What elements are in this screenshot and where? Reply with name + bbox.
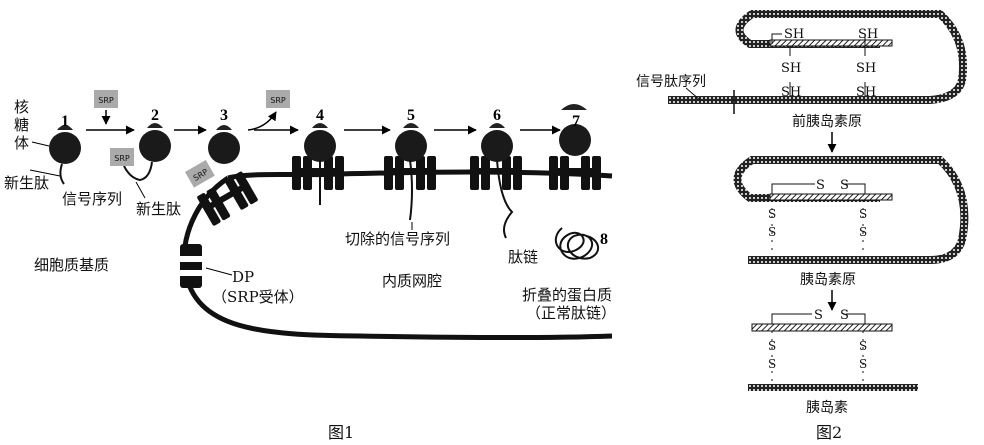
- sh-2: SH: [858, 27, 878, 42]
- ribosome-5: [395, 123, 427, 162]
- sh-1: SH: [784, 27, 804, 42]
- pointer-signal-peptide: [685, 87, 701, 101]
- step-number-6: 6: [493, 107, 501, 124]
- preproinsulin-a-chain: [769, 39, 893, 47]
- dp-receptor: [176, 244, 206, 288]
- step-number-7: 7: [572, 113, 580, 130]
- s-bond-6a: S: [859, 339, 867, 353]
- ribosome-6: [481, 123, 513, 162]
- label-srp-receptor: （SRP受体）: [212, 288, 304, 306]
- translocon-channel-7: [549, 156, 601, 190]
- sh-5: SH: [781, 85, 801, 100]
- proinsulin-disulfide-bonds: [771, 183, 866, 252]
- step-number-1: 1: [61, 113, 69, 130]
- svg-text:SRP: SRP: [270, 96, 286, 105]
- preproinsulin-chain: [668, 10, 967, 104]
- peptide-5: [409, 159, 413, 221]
- er-membrane-lower: [181, 175, 613, 340]
- insulin-a-chain: [751, 323, 893, 332]
- label-peptide-chain: 肽链: [508, 248, 538, 266]
- label-cytoplasm-matrix: 细胞质基质: [34, 256, 109, 274]
- label-preproinsulin: 前胰岛素原: [792, 113, 862, 130]
- sh-6: SH: [856, 85, 876, 100]
- label-folded-protein: 折叠的蛋白质: [522, 286, 612, 304]
- srp-particle-top-1: SRP: [94, 90, 118, 108]
- figure-2: SH SH SH SH SH SH 信号肽序列 前胰岛素原 S S S S S …: [636, 10, 969, 442]
- insulin-b-chain: [748, 384, 918, 391]
- nascent-peptide-1: [59, 163, 65, 185]
- label-insulin: 胰岛素: [806, 400, 848, 416]
- step-number-4: 4: [316, 107, 324, 124]
- step-number-8: 8: [600, 231, 608, 248]
- label-er-lumen: 内质网腔: [382, 272, 442, 290]
- pointer-nascent-left: [29, 169, 61, 177]
- pointer-nascent: [135, 181, 146, 199]
- nascent-peptide-2: [123, 161, 153, 182]
- label-ribosome-1: 核: [14, 98, 29, 116]
- s-bond-3b: S: [859, 225, 867, 239]
- label-cleaved-signal: 切除的信号序列: [345, 230, 450, 248]
- caption-figure-2: 图2: [816, 423, 842, 442]
- s-bond-5a: S: [768, 339, 776, 353]
- svg-text:SRP: SRP: [114, 154, 130, 163]
- ribosome-3: [208, 125, 240, 164]
- label-proinsulin: 胰岛素原: [800, 272, 856, 288]
- label-ribosome-3: 体: [14, 134, 29, 152]
- insulin-disulfide-bonds: [771, 313, 866, 384]
- ribosome-4: [304, 123, 336, 162]
- label-nascent-peptide-left: 新生肽: [4, 174, 49, 192]
- peptide-6: [496, 159, 514, 239]
- proinsulin-chain: [733, 156, 969, 264]
- s-bond-6b: S: [859, 357, 867, 371]
- svg-text:SRP: SRP: [98, 96, 114, 105]
- s-bond-1b: S: [840, 178, 849, 193]
- label-ribosome-2: 糖: [14, 116, 29, 134]
- ribosome-7: [559, 104, 591, 156]
- ribosome-1: [49, 125, 81, 164]
- pointer-dp: [205, 267, 233, 276]
- sh-3: SH: [781, 61, 801, 76]
- step-number-2: 2: [151, 107, 159, 124]
- preproinsulin-sh-groups: [771, 33, 866, 96]
- label-normal-chain: （正常肽链）: [526, 304, 616, 322]
- er-membrane: [227, 169, 613, 181]
- srp-particle-2: SRP: [110, 148, 134, 166]
- folded-protein-coil: [555, 227, 600, 260]
- label-signal-sequence: 信号序列: [62, 190, 122, 208]
- figure-1: SRP SRP SRP SRP 1 2 3 4: [4, 90, 616, 442]
- ribosome-2: [139, 123, 171, 162]
- label-dp: DP: [232, 268, 254, 286]
- label-nascent-peptide: 新生肽: [136, 200, 181, 218]
- s-bond-3a: S: [859, 207, 867, 221]
- pointer-ribosome: [31, 141, 50, 147]
- caption-figure-1: 图1: [328, 423, 354, 442]
- srp-particle-released: SRP: [266, 90, 290, 108]
- s-bond-1a: S: [816, 178, 825, 193]
- step-number-3: 3: [220, 107, 228, 124]
- step-number-5: 5: [407, 107, 415, 124]
- proinsulin-a-chain: [769, 193, 893, 201]
- s-bond-5b: S: [768, 357, 776, 371]
- label-signal-peptide: 信号肽序列: [636, 74, 706, 90]
- s-bond-2a: S: [768, 207, 776, 221]
- arrow-srp-release: [247, 111, 277, 131]
- srp-particle-3: SRP: [185, 160, 215, 188]
- s-bond-4a: S: [814, 308, 823, 323]
- sh-4: SH: [856, 61, 876, 76]
- s-bond-4b: S: [840, 308, 849, 323]
- s-bond-2b: S: [768, 225, 776, 239]
